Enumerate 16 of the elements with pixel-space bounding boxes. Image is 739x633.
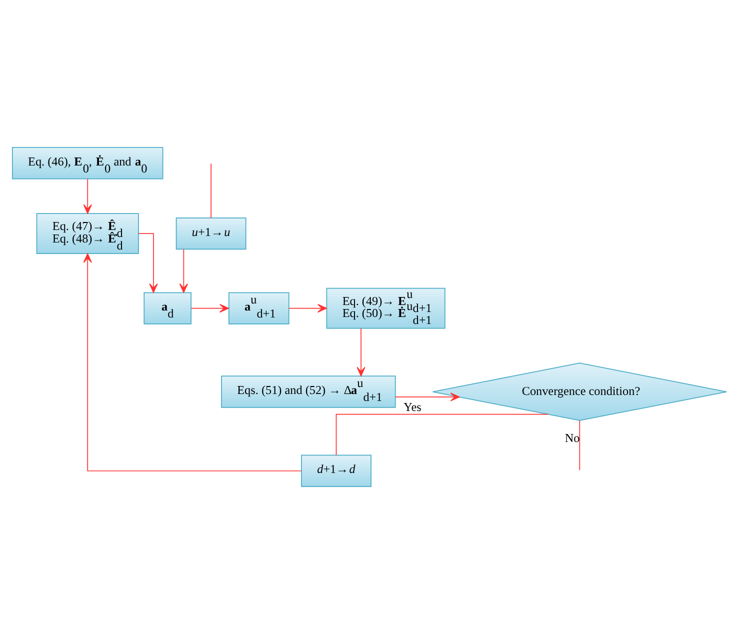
arrow [356,328,366,376]
arrow [394,392,460,401]
connector [210,162,212,218]
arrow [190,303,229,312]
arrow [138,232,158,292]
node-box: d+1→d [301,454,372,486]
node-box: u+1→u [176,216,246,250]
connector [336,413,549,456]
arrow [288,303,327,312]
arrow [83,178,92,214]
edge-label: No [564,430,580,445]
arrow [179,248,188,292]
node-diamond: Convergence condition? [432,362,728,420]
edge-label: Yes [404,400,422,414]
connector [579,420,580,470]
arrow [83,252,302,471]
